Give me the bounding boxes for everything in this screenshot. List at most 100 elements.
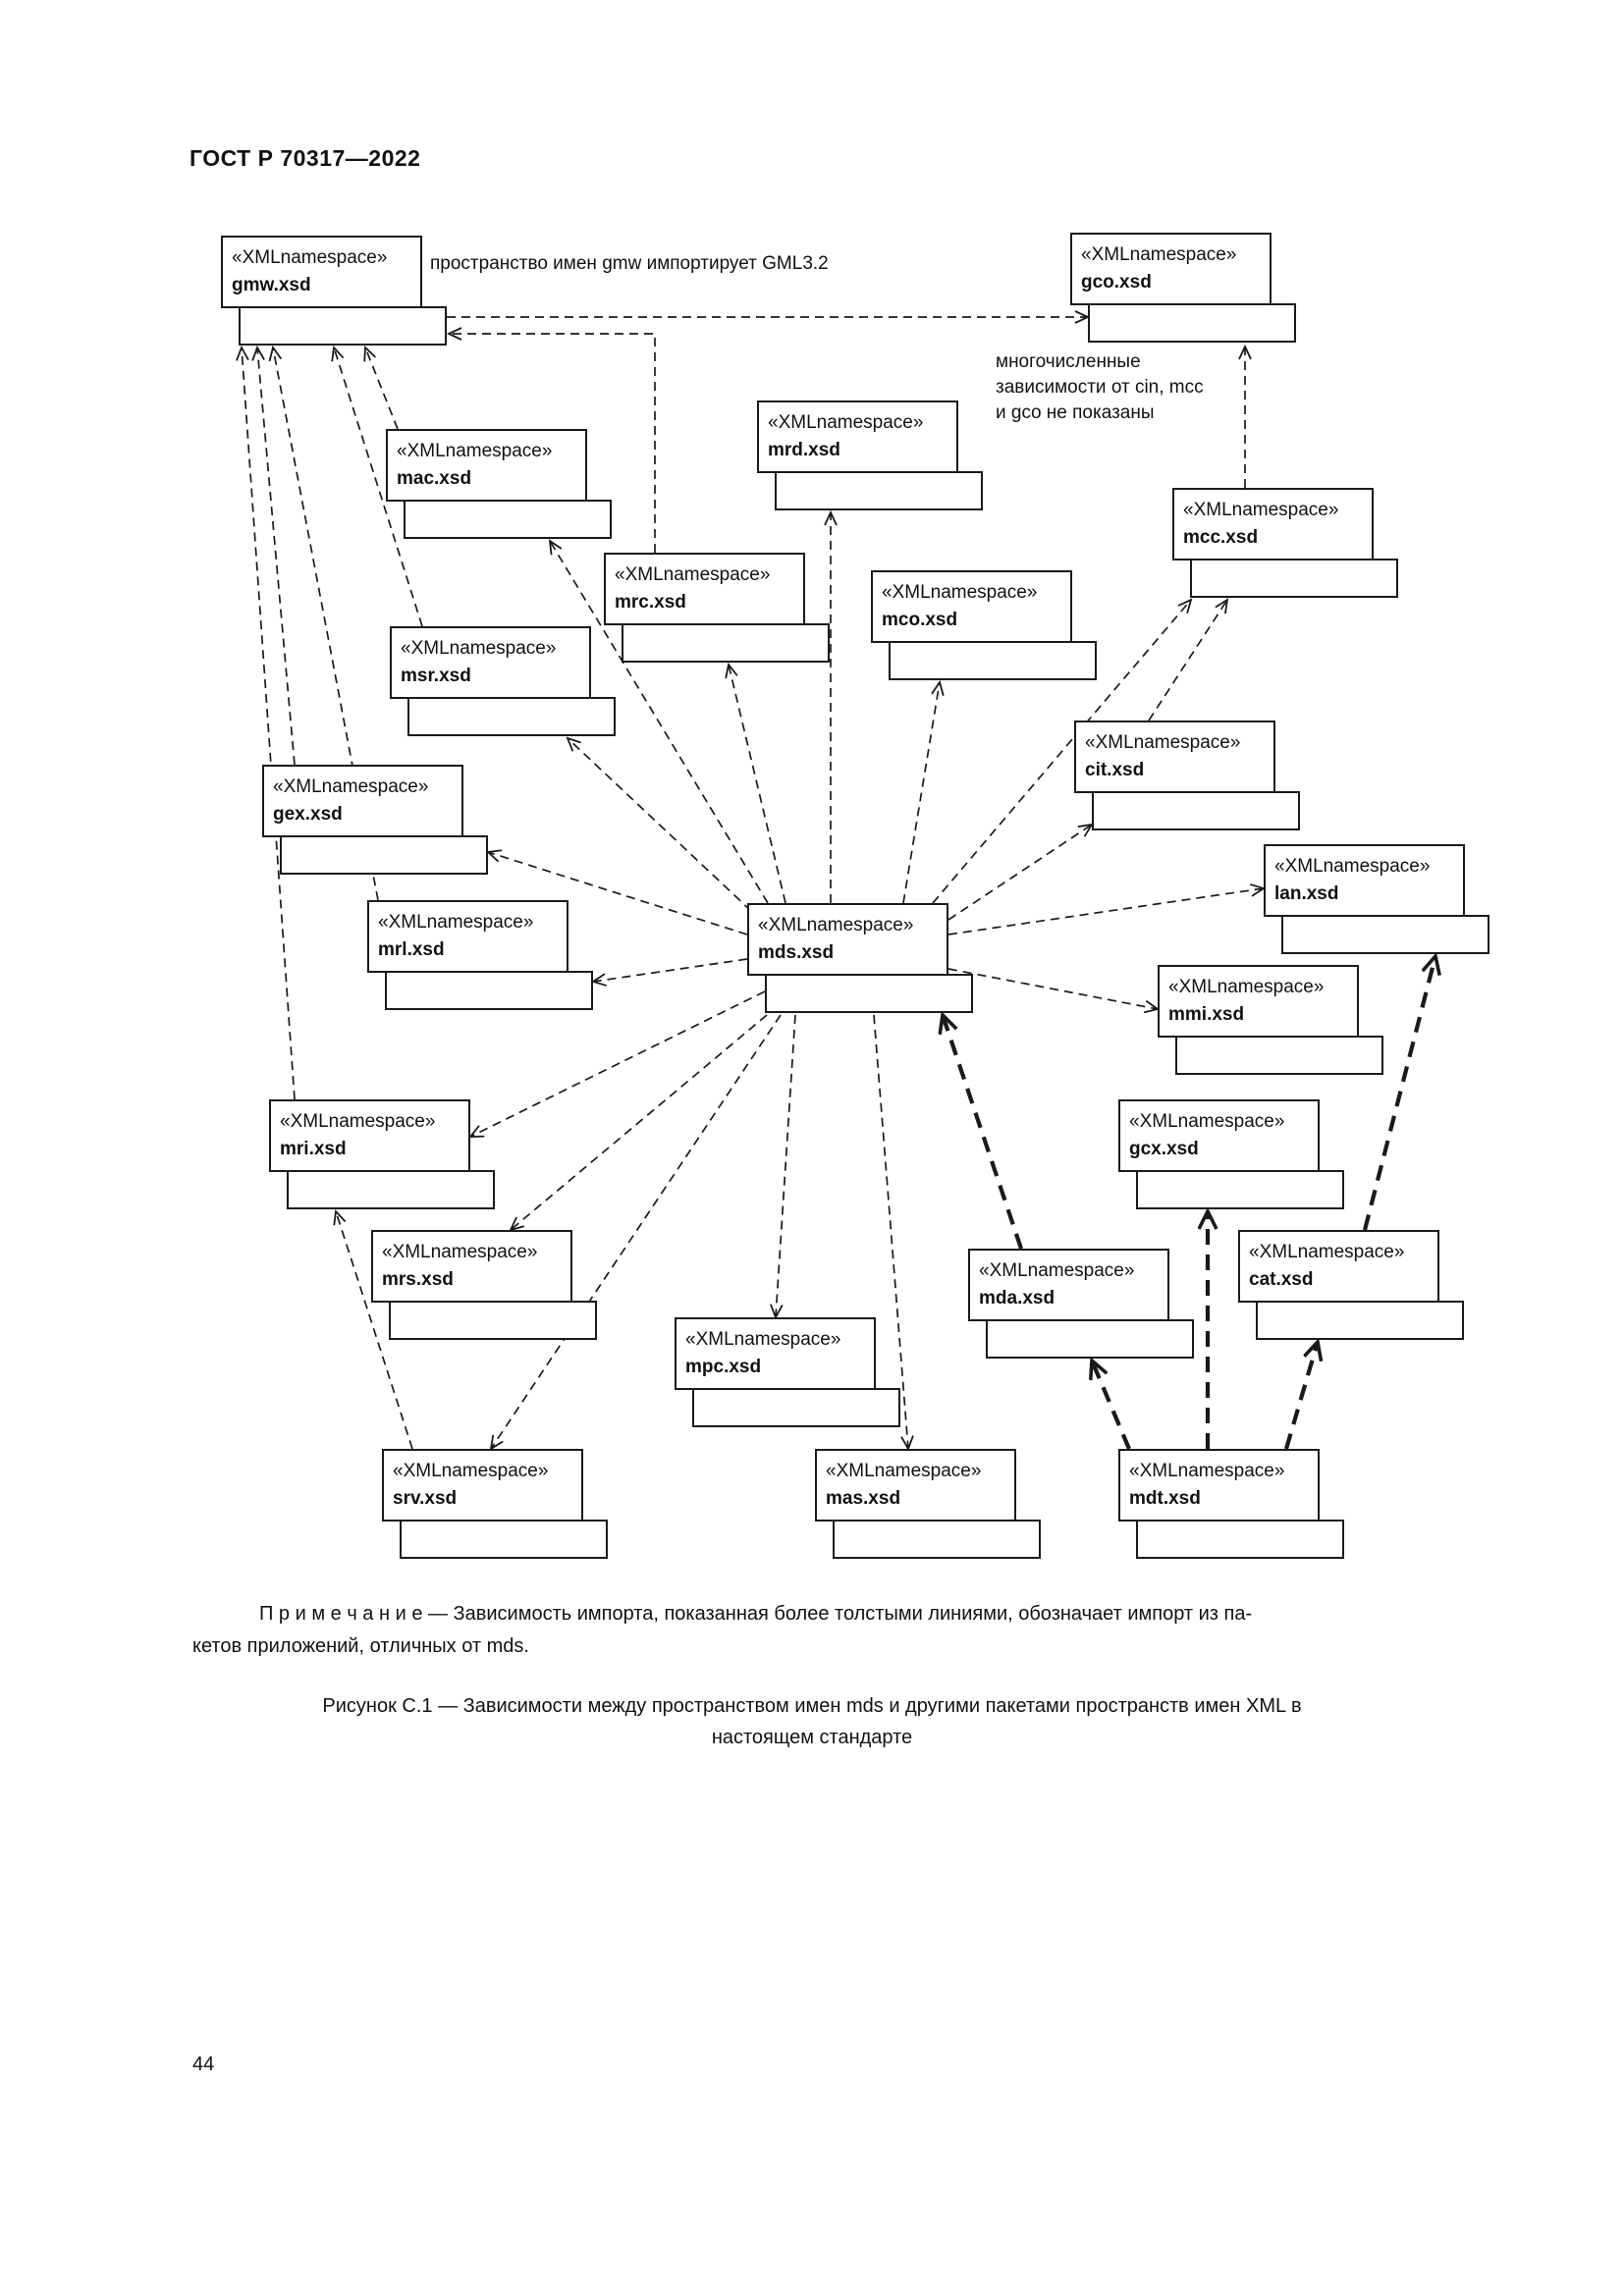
package-tab-srv: «XMLnamespace» srv.xsd bbox=[382, 1449, 583, 1522]
dependency-srv-to-mri bbox=[333, 1208, 413, 1450]
package-tab-mrc: «XMLnamespace»mrc.xsd bbox=[604, 553, 805, 625]
package-stereotype: «XMLnamespace» bbox=[401, 638, 557, 659]
package-name: mas.xsd bbox=[826, 1487, 901, 1509]
package-body-gco bbox=[1088, 303, 1296, 343]
package-tab-mrd: «XMLnamespace»mrd.xsd bbox=[757, 400, 958, 473]
package-name: gco.xsd bbox=[1081, 271, 1152, 293]
package-name: mac.xsd bbox=[397, 467, 472, 489]
package-stereotype: «XMLnamespace» bbox=[1249, 1242, 1405, 1262]
annotation-line: и gco не показаны bbox=[996, 402, 1155, 423]
dependency-mds-to-mco bbox=[902, 679, 945, 904]
package-stereotype: «XMLnamespace» bbox=[685, 1329, 841, 1350]
dependency-cit-to-mcc bbox=[1148, 598, 1229, 721]
package-name: mds.xsd bbox=[758, 941, 835, 963]
package-tab-lan: «XMLnamespace»lan.xsd bbox=[1264, 844, 1465, 917]
dependency-mdt-to-cat bbox=[1283, 1342, 1318, 1450]
package-tab-mrl: «XMLnamespace» mrl.xsd bbox=[367, 900, 568, 973]
package-stereotype: «XMLnamespace» bbox=[1085, 732, 1241, 753]
package-stereotype: «XMLnamespace» bbox=[382, 1242, 538, 1262]
package-tab-mds: «XMLnamespace»mds.xsd bbox=[747, 903, 948, 976]
package-body-srv bbox=[400, 1520, 608, 1559]
package-tab-gex: «XMLnamespace»gex.xsd bbox=[262, 765, 463, 837]
package-stereotype: «XMLnamespace» bbox=[378, 912, 534, 933]
dependency-mda-to-mds bbox=[943, 1015, 1023, 1250]
dependency-mds-to-mri bbox=[468, 990, 766, 1138]
package-lan: «XMLnamespace»lan.xsd bbox=[1264, 844, 1489, 954]
dependency-cat-to-lan bbox=[1362, 956, 1435, 1231]
package-body-mrs bbox=[389, 1301, 597, 1340]
package-stereotype: «XMLnamespace» bbox=[393, 1461, 549, 1481]
annotation-line: многочисленные bbox=[996, 351, 1141, 372]
package-body-mrc bbox=[622, 623, 830, 663]
package-mdt: «XMLnamespace»mdt.xsd bbox=[1118, 1449, 1344, 1559]
package-body-mda bbox=[986, 1319, 1194, 1359]
package-body-mpc bbox=[692, 1388, 900, 1427]
package-mrl: «XMLnamespace» mrl.xsd bbox=[367, 900, 593, 1010]
package-mds: «XMLnamespace»mds.xsd bbox=[747, 903, 973, 1013]
package-mmi: «XMLnamespace» mmi.xsd bbox=[1158, 965, 1383, 1075]
package-stereotype: «XMLnamespace» bbox=[826, 1461, 982, 1481]
package-body-mcc bbox=[1190, 559, 1398, 598]
annotation-gmw-import-note: пространство имен gmw импортирует GML3.2 bbox=[430, 251, 829, 277]
package-mrd: «XMLnamespace»mrd.xsd bbox=[757, 400, 983, 510]
package-body-mri bbox=[287, 1170, 495, 1209]
package-body-mmi bbox=[1175, 1036, 1383, 1075]
note-line-2: кетов приложений, отличных от mds. bbox=[192, 1635, 529, 1657]
package-tab-msr: «XMLnamespace» msr.xsd bbox=[390, 626, 591, 699]
package-cit: «XMLnamespace»cit.xsd bbox=[1074, 721, 1300, 830]
package-name: mcc.xsd bbox=[1183, 526, 1259, 548]
package-mpc: «XMLnamespace»mpc.xsd bbox=[675, 1317, 900, 1427]
package-body-cat bbox=[1256, 1301, 1464, 1340]
figure-caption: Рисунок С.1 — Зависимости между простран… bbox=[144, 1690, 1480, 1753]
package-body-gmw bbox=[239, 306, 447, 346]
package-name: lan.xsd bbox=[1274, 882, 1339, 904]
package-tab-mdt: «XMLnamespace»mdt.xsd bbox=[1118, 1449, 1320, 1522]
annotation-line: пространство имен gmw импортирует GML3.2 bbox=[430, 253, 829, 274]
dependency-mds-to-mrs bbox=[509, 1014, 768, 1232]
package-name: gcx.xsd bbox=[1129, 1138, 1199, 1159]
package-body-gex bbox=[280, 835, 488, 875]
package-name: mrl.xsd bbox=[378, 938, 445, 960]
annotation-line: зависимости от cin, mcc bbox=[996, 377, 1204, 398]
package-gco: «XMLnamespace» gco.xsd bbox=[1070, 233, 1296, 343]
dependency-mds-to-mpc bbox=[770, 1014, 796, 1320]
package-body-mrl bbox=[385, 971, 593, 1010]
package-body-mas bbox=[833, 1520, 1041, 1559]
package-tab-mco: «XMLnamespace»mco.xsd bbox=[871, 570, 1072, 643]
package-tab-cit: «XMLnamespace»cit.xsd bbox=[1074, 721, 1275, 793]
package-cat: «XMLnamespace» cat.xsd bbox=[1238, 1230, 1464, 1340]
package-stereotype: «XMLnamespace» bbox=[1081, 244, 1237, 265]
package-mcc: «XMLnamespace»mcc.xsd bbox=[1172, 488, 1398, 598]
package-mrc: «XMLnamespace»mrc.xsd bbox=[604, 553, 830, 663]
dependency-gex-to-gmw bbox=[251, 345, 296, 766]
package-mda: «XMLnamespace»mda.xsd bbox=[968, 1249, 1194, 1359]
package-name: msr.xsd bbox=[401, 665, 471, 686]
package-name: mco.xsd bbox=[882, 609, 958, 630]
dependency-mds-to-mcc bbox=[932, 598, 1193, 904]
package-stereotype: «XMLnamespace» bbox=[1168, 977, 1325, 997]
package-mac: «XMLnamespace»mac.xsd bbox=[386, 429, 612, 539]
dependency-mds-to-srv bbox=[489, 1014, 782, 1451]
package-tab-cat: «XMLnamespace» cat.xsd bbox=[1238, 1230, 1439, 1303]
package-gmw: «XMLnamespace»gmw.xsd bbox=[221, 236, 447, 346]
package-mri: «XMLnamespace»mri.xsd bbox=[269, 1099, 495, 1209]
package-tab-gcx: «XMLnamespace» gcx.xsd bbox=[1118, 1099, 1320, 1172]
package-gcx: «XMLnamespace» gcx.xsd bbox=[1118, 1099, 1344, 1209]
package-name: gmw.xsd bbox=[232, 274, 311, 295]
dependency-mdt-to-mda bbox=[1092, 1361, 1131, 1450]
package-tab-mcc: «XMLnamespace»mcc.xsd bbox=[1172, 488, 1374, 561]
package-name: mrs.xsd bbox=[382, 1268, 454, 1290]
package-body-lan bbox=[1281, 915, 1489, 954]
package-body-mac bbox=[404, 500, 612, 539]
package-name: mmi.xsd bbox=[1168, 1003, 1245, 1025]
dependency-mds-to-mac bbox=[548, 539, 769, 904]
package-stereotype: «XMLnamespace» bbox=[1129, 1111, 1285, 1132]
package-name: mrd.xsd bbox=[768, 439, 840, 460]
package-tab-mpc: «XMLnamespace»mpc.xsd bbox=[675, 1317, 876, 1390]
caption-line-2: настоящем стандарте bbox=[711, 1727, 913, 1748]
package-name: cat.xsd bbox=[1249, 1268, 1314, 1290]
package-stereotype: «XMLnamespace» bbox=[280, 1111, 436, 1132]
gost-standard-header: ГОСТ Р 70317—2022 bbox=[189, 145, 421, 171]
package-name: srv.xsd bbox=[393, 1487, 458, 1509]
